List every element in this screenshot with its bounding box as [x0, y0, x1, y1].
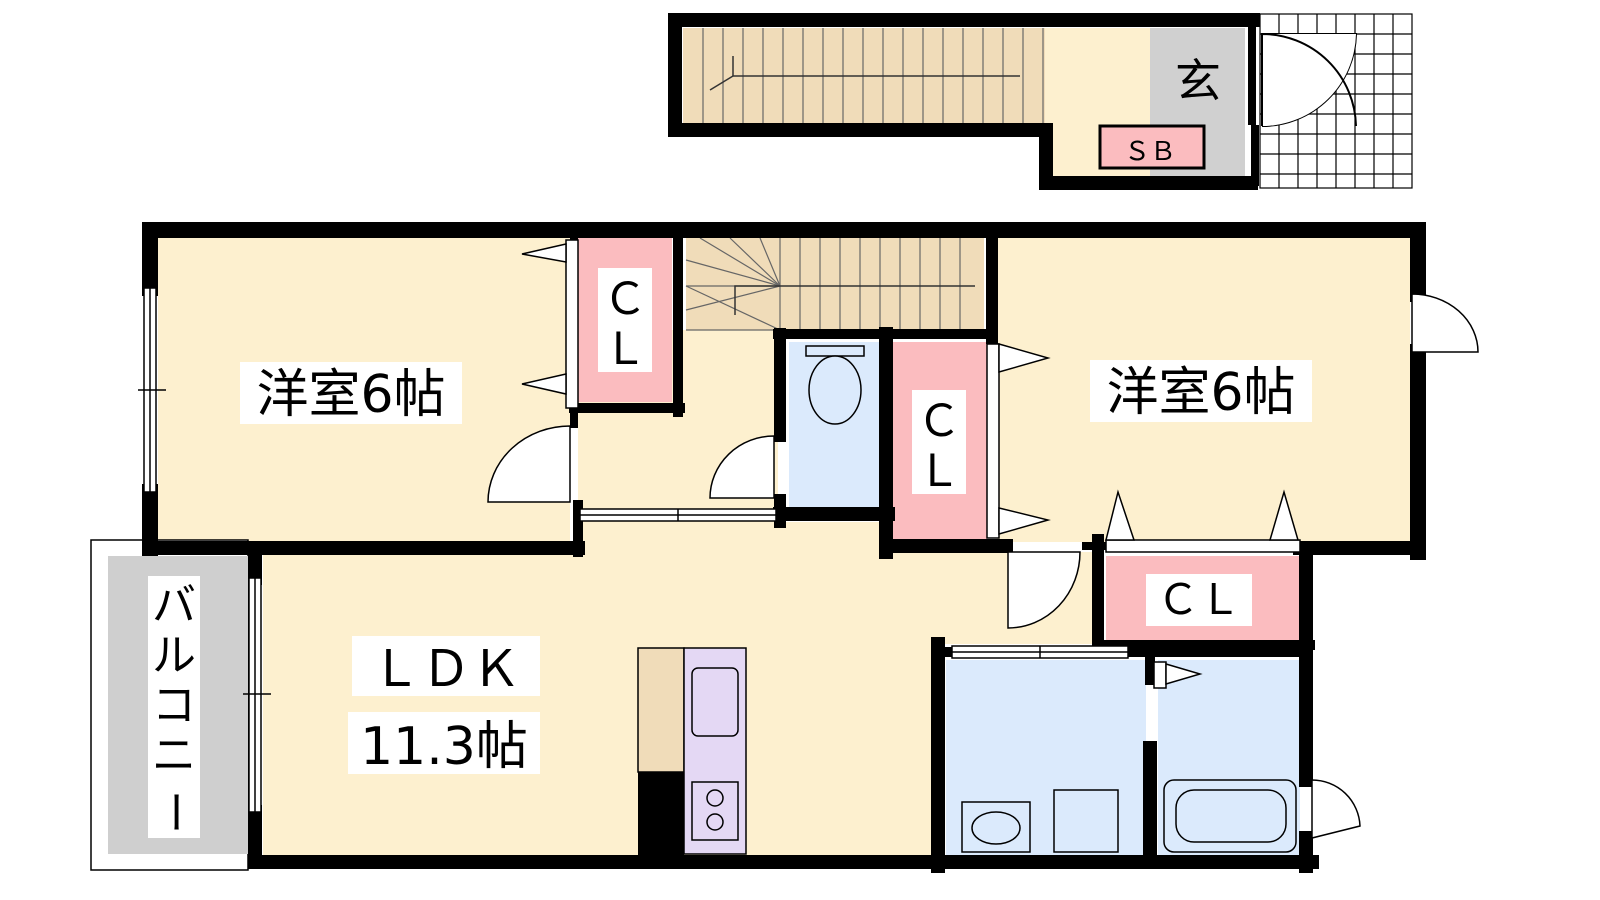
balcony-char-3: コ: [152, 680, 196, 731]
entrance-label: 玄: [1175, 54, 1221, 108]
shoe-box-label: ＳＢ: [1124, 137, 1176, 167]
shoe-box: [1098, 124, 1206, 170]
door-toilet: [709, 435, 775, 499]
closet-middle-label-l: Ｌ: [917, 446, 961, 497]
closet-doors[interactable]: [521, 239, 1301, 689]
inner-stair: [686, 238, 984, 330]
door-hall-ldk: [1007, 551, 1081, 629]
balcony-char-4: ニ: [152, 730, 196, 781]
closet-middle-label-c: Ｃ: [917, 396, 961, 447]
swing-doors[interactable]: [487, 293, 1479, 839]
ldk-label: ＬＤＫ: [371, 640, 521, 698]
walls: [142, 222, 1426, 873]
western-room-left-label: 洋室6帖: [256, 365, 445, 425]
toilet-tank: [805, 345, 865, 357]
main-unit: 洋室6帖 洋室6帖 ＬＤＫ 11.3帖 Ｃ Ｌ Ｃ Ｌ ＣＬ バ ル コ ニ ー: [90, 222, 1479, 873]
closet-right-label: ＣＬ: [1157, 575, 1241, 624]
wash-basin-bowl: [971, 811, 1021, 845]
kitchen-column: [638, 772, 684, 856]
inner-stair-arrow: [734, 285, 975, 315]
stove-burner-2: [706, 813, 724, 831]
windows: [138, 287, 271, 813]
balcony-char-1: バ: [152, 580, 196, 631]
balcony-char-5: ー: [149, 790, 200, 834]
upper-entrance-section: 玄 ＳＢ: [668, 13, 1413, 190]
kitchen-sink: [691, 667, 739, 737]
sliding-doors: [579, 508, 1129, 659]
ldk-size-label: 11.3帖: [360, 717, 528, 777]
western-room-right-label: 洋室6帖: [1106, 363, 1295, 423]
balcony-char-2: ル: [152, 630, 196, 681]
door-bath-exterior: [1311, 779, 1361, 839]
washing-machine-space: [1053, 789, 1119, 853]
door-left-room: [487, 425, 571, 503]
inner-stair-treads: [685, 237, 961, 331]
door-right-room: [1411, 293, 1479, 353]
stove-burner-1: [706, 789, 724, 807]
bathtub-inner: [1175, 789, 1287, 843]
closet-left-label-l: Ｌ: [603, 324, 647, 375]
closet-left-label-c: Ｃ: [603, 274, 647, 325]
upper-section-walls: [668, 13, 1260, 190]
kitchen-side-counter: [637, 647, 685, 773]
toilet-bowl: [808, 355, 862, 425]
